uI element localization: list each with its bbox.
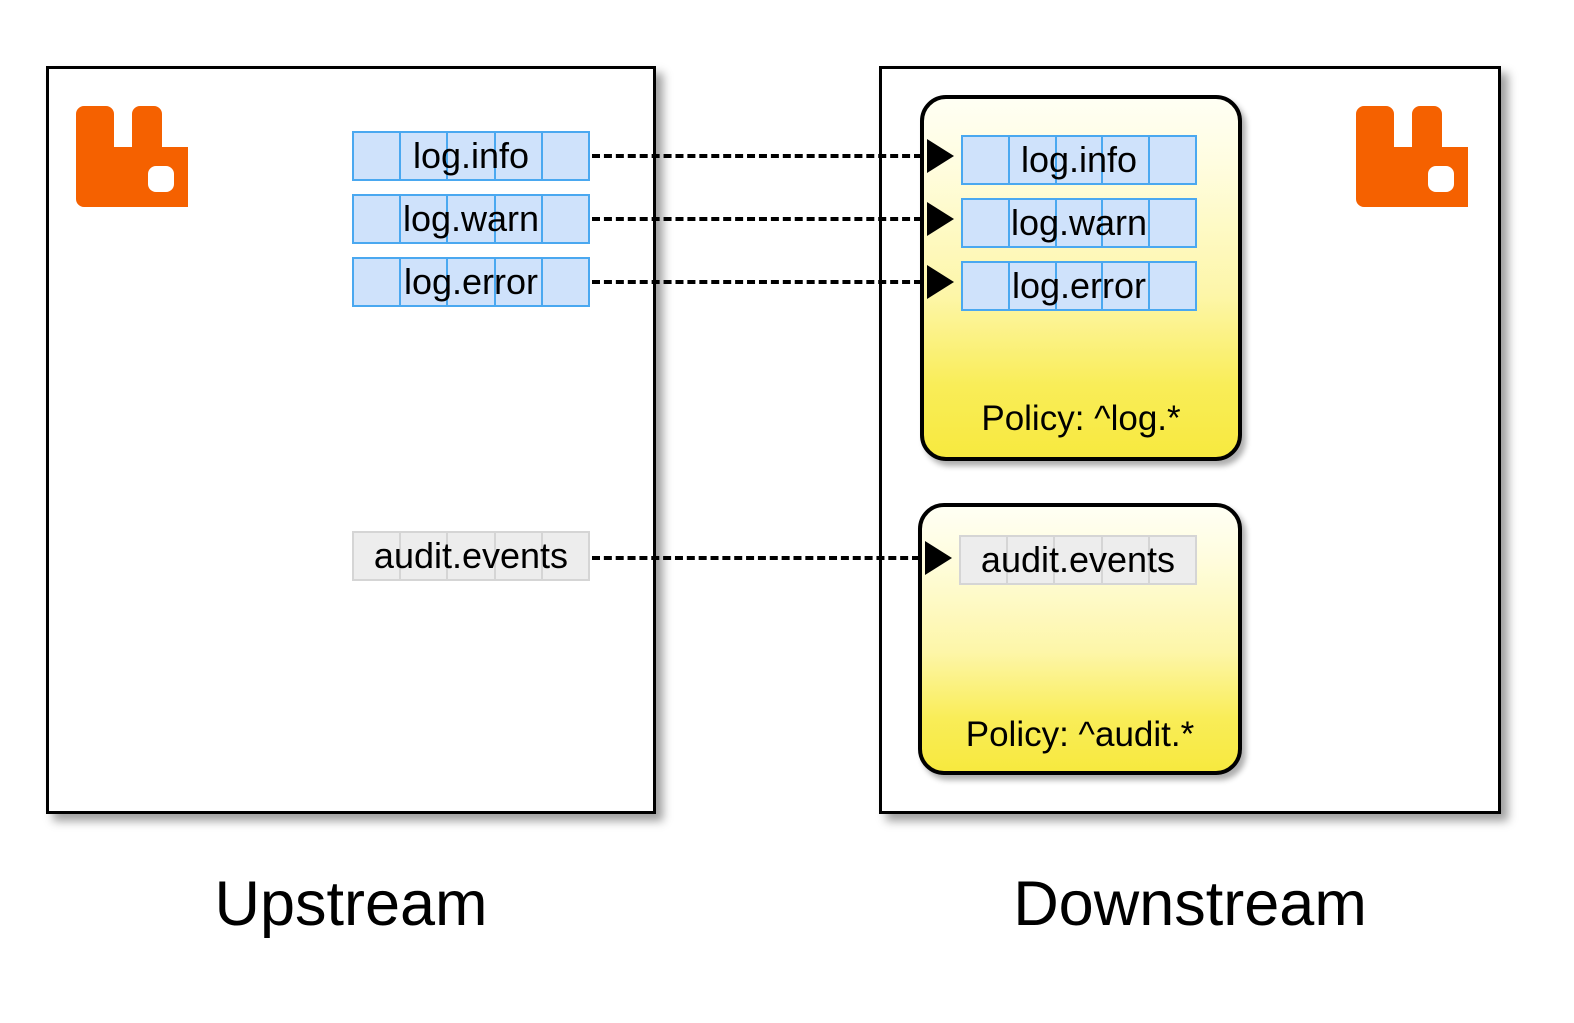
- queue-cell: [399, 131, 449, 181]
- queue-cell: [493, 194, 543, 244]
- queue-cell: [540, 257, 591, 307]
- queue-log-info-upstream[interactable]: log.info: [352, 131, 591, 181]
- queue-audit-events-downstream[interactable]: audit.events: [959, 535, 1198, 585]
- queue-log-info-downstream[interactable]: log.info: [961, 135, 1197, 185]
- arrowhead-icon: [927, 139, 954, 173]
- policy-box-audit[interactable]: audit.events Policy: ^audit.*: [918, 503, 1242, 775]
- queue-cell: [1148, 261, 1197, 311]
- upstream-broker-container: log.info log.warn log.error audit.events: [46, 66, 656, 814]
- queue-cell: [399, 531, 449, 581]
- queue-cell: [399, 194, 449, 244]
- queue-cell: [1054, 135, 1104, 185]
- queue-cell: [1148, 135, 1197, 185]
- queue-cell: [1101, 198, 1151, 248]
- queue-cell: [1147, 535, 1198, 585]
- queue-cell: [446, 131, 496, 181]
- downstream-broker-container: log.info log.warn log.error Policy: ^log…: [879, 66, 1501, 814]
- policy-box-log[interactable]: log.info log.warn log.error Policy: ^log…: [920, 95, 1242, 461]
- arrowhead-icon: [927, 202, 954, 236]
- queue-log-warn-upstream[interactable]: log.warn: [352, 194, 591, 244]
- rabbitmq-logo-icon: [1356, 106, 1468, 207]
- queue-cell: [1101, 261, 1151, 311]
- connector-log-info: [592, 154, 922, 158]
- queue-cell: [959, 535, 1009, 585]
- queue-log-error-upstream[interactable]: log.error: [352, 257, 591, 307]
- connector-log-error: [592, 280, 922, 284]
- connector-audit-events: [592, 556, 920, 560]
- arrowhead-icon: [927, 265, 954, 299]
- rabbitmq-logo-icon: [76, 106, 188, 207]
- queue-cell: [540, 531, 591, 581]
- queue-cell: [352, 131, 402, 181]
- queue-cell: [493, 131, 543, 181]
- queue-cell: [399, 257, 449, 307]
- queue-log-error-downstream[interactable]: log.error: [961, 261, 1197, 311]
- queue-cell: [961, 198, 1010, 248]
- queue-cell: [493, 257, 543, 307]
- downstream-caption: Downstream: [1013, 869, 1367, 939]
- arrowhead-icon: [925, 541, 952, 575]
- queue-cell: [1100, 535, 1150, 585]
- queue-cell: [1148, 198, 1197, 248]
- queue-cell: [1053, 535, 1103, 585]
- queue-cell: [446, 194, 496, 244]
- queue-cell: [352, 257, 402, 307]
- queue-cell: [352, 531, 402, 581]
- queue-cell: [446, 257, 496, 307]
- queue-cell: [961, 135, 1010, 185]
- policy-label-audit: Policy: ^audit.*: [965, 715, 1195, 754]
- queue-cell: [961, 261, 1010, 311]
- upstream-caption: Upstream: [214, 869, 488, 939]
- queue-cell: [1006, 535, 1056, 585]
- policy-label-log: Policy: ^log.*: [981, 399, 1181, 438]
- queue-cell: [1007, 135, 1057, 185]
- queue-cell: [493, 531, 543, 581]
- queue-log-warn-downstream[interactable]: log.warn: [961, 198, 1197, 248]
- queue-cell: [1054, 198, 1104, 248]
- queue-cell: [540, 194, 591, 244]
- queue-cell: [446, 531, 496, 581]
- queue-cell: [1007, 261, 1057, 311]
- queue-cell: [1007, 198, 1057, 248]
- queue-cell: [352, 194, 402, 244]
- queue-cell: [540, 131, 591, 181]
- queue-cell: [1054, 261, 1104, 311]
- queue-audit-events-upstream[interactable]: audit.events: [352, 531, 591, 581]
- connector-log-warn: [592, 217, 922, 221]
- queue-cell: [1101, 135, 1151, 185]
